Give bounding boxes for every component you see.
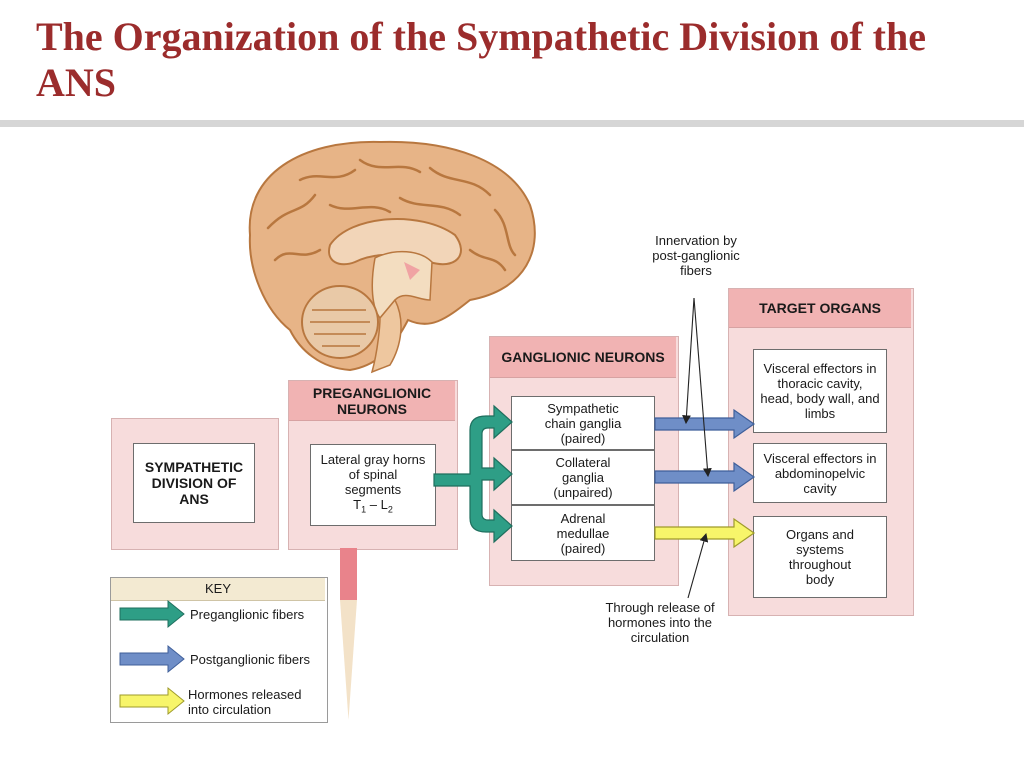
preganglionic-origin-text: Lateral gray horns of spinal segments <box>320 452 426 498</box>
hormone-release-annotation: Through release of hormones into the cir… <box>605 600 715 645</box>
spinal-cord-tail <box>340 600 357 720</box>
collateral-ganglia-box: Collateral ganglia (unpaired) <box>511 450 655 505</box>
key-label-hormones: Hormones released into circulation <box>188 687 302 717</box>
ganglionic-header: GANGLIONIC NEURONS <box>490 337 676 378</box>
adrenal-medullae-box: Adrenal medullae (paired) <box>511 505 655 561</box>
sympathetic-chain-ganglia-box: Sympathetic chain ganglia (paired) <box>511 396 655 450</box>
preganglionic-origin-box: Lateral gray horns of spinal segments T1… <box>310 444 436 526</box>
spinal-segments-label: T1 – L2 <box>353 497 393 515</box>
annotation-pointer-lines <box>682 297 712 599</box>
title-divider <box>0 120 1024 127</box>
target-thoracic-box: Visceral effectors in thoracic cavity, h… <box>753 349 887 433</box>
spinal-cord <box>340 548 357 600</box>
sympathetic-division-box: SYMPATHETIC DIVISION OF ANS <box>133 443 255 523</box>
key-label-preganglionic: Preganglionic fibers <box>190 607 305 622</box>
preganglionic-header: PREGANGLIONIC NEURONS <box>289 381 455 421</box>
target-abdominopelvic-box: Visceral effectors in abdominopelvic cav… <box>753 443 887 503</box>
key-title: KEY <box>111 578 325 601</box>
key-label-postganglionic: Postganglionic fibers <box>190 652 310 667</box>
target-systems-box: Organs and systems throughout body <box>753 516 887 598</box>
slide-title: The Organization of the Sympathetic Divi… <box>36 14 926 105</box>
innervation-annotation: Innervation by post-ganglionic fibers <box>652 233 740 278</box>
target-organs-header: TARGET ORGANS <box>729 289 911 328</box>
